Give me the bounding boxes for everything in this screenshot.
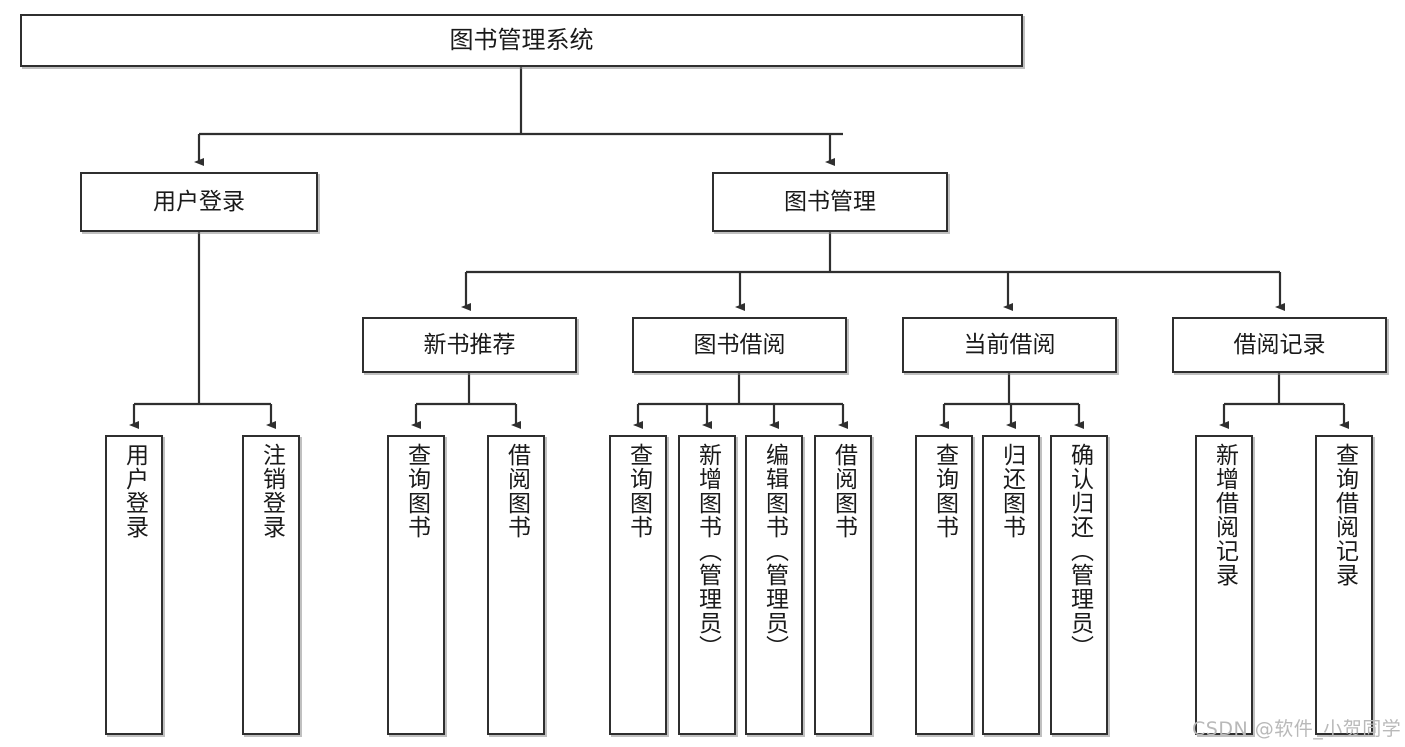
node-current-borrow[interactable]: 当前借阅	[902, 317, 1117, 373]
leaf-borrow-book[interactable]: 借阅图书	[814, 435, 872, 735]
leaf-label: 编辑图书（管理员）	[761, 443, 788, 659]
leaf-label: 归还图书	[998, 443, 1025, 539]
leaf-label: 借阅图书	[503, 443, 530, 539]
node-borrow-record-label: 借阅记录	[1233, 331, 1326, 358]
node-book-borrow[interactable]: 图书借阅	[632, 317, 847, 373]
node-root[interactable]: 图书管理系统	[20, 14, 1023, 67]
node-user-login-label: 用户登录	[153, 188, 245, 215]
watermark: CSDN @软件_小贺同学	[1192, 718, 1402, 740]
node-book-management[interactable]: 图书管理	[712, 172, 948, 232]
leaf-add-book-admin[interactable]: 新增图书（管理员）	[678, 435, 736, 735]
leaf-borrow-book-recommend[interactable]: 借阅图书	[487, 435, 545, 735]
leaf-query-book-current[interactable]: 查询图书	[915, 435, 973, 735]
leaf-label: 新增借阅记录	[1211, 443, 1238, 587]
leaf-user-login[interactable]: 用户登录	[105, 435, 163, 735]
node-new-book-recommend[interactable]: 新书推荐	[362, 317, 577, 373]
node-new-book-recommend-label: 新书推荐	[423, 331, 516, 358]
node-book-borrow-label: 图书借阅	[693, 331, 786, 358]
leaf-label: 查询图书	[403, 443, 430, 539]
node-user-login[interactable]: 用户登录	[80, 172, 318, 232]
leaf-logout[interactable]: 注销登录	[242, 435, 300, 735]
leaf-label: 确认归还（管理员）	[1066, 443, 1093, 659]
leaf-label: 新增图书（管理员）	[694, 443, 721, 659]
leaf-query-borrow-record[interactable]: 查询借阅记录	[1315, 435, 1373, 735]
node-book-management-label: 图书管理	[784, 188, 876, 215]
leaf-label: 查询图书	[931, 443, 958, 539]
node-root-label: 图书管理系统	[449, 25, 594, 54]
leaf-add-borrow-record[interactable]: 新增借阅记录	[1195, 435, 1253, 735]
node-current-borrow-label: 当前借阅	[963, 331, 1056, 358]
node-borrow-record[interactable]: 借阅记录	[1172, 317, 1387, 373]
leaf-confirm-return-admin[interactable]: 确认归还（管理员）	[1050, 435, 1108, 735]
leaf-return-book[interactable]: 归还图书	[982, 435, 1040, 735]
leaf-label: 查询借阅记录	[1331, 443, 1358, 587]
leaf-query-book-recommend[interactable]: 查询图书	[387, 435, 445, 735]
leaf-edit-book-admin[interactable]: 编辑图书（管理员）	[745, 435, 803, 735]
leaf-label: 借阅图书	[830, 443, 857, 539]
leaf-query-book-borrow[interactable]: 查询图书	[609, 435, 667, 735]
leaf-label: 查询图书	[625, 443, 652, 539]
leaf-label: 用户登录	[121, 443, 148, 539]
leaf-label: 注销登录	[258, 443, 285, 539]
